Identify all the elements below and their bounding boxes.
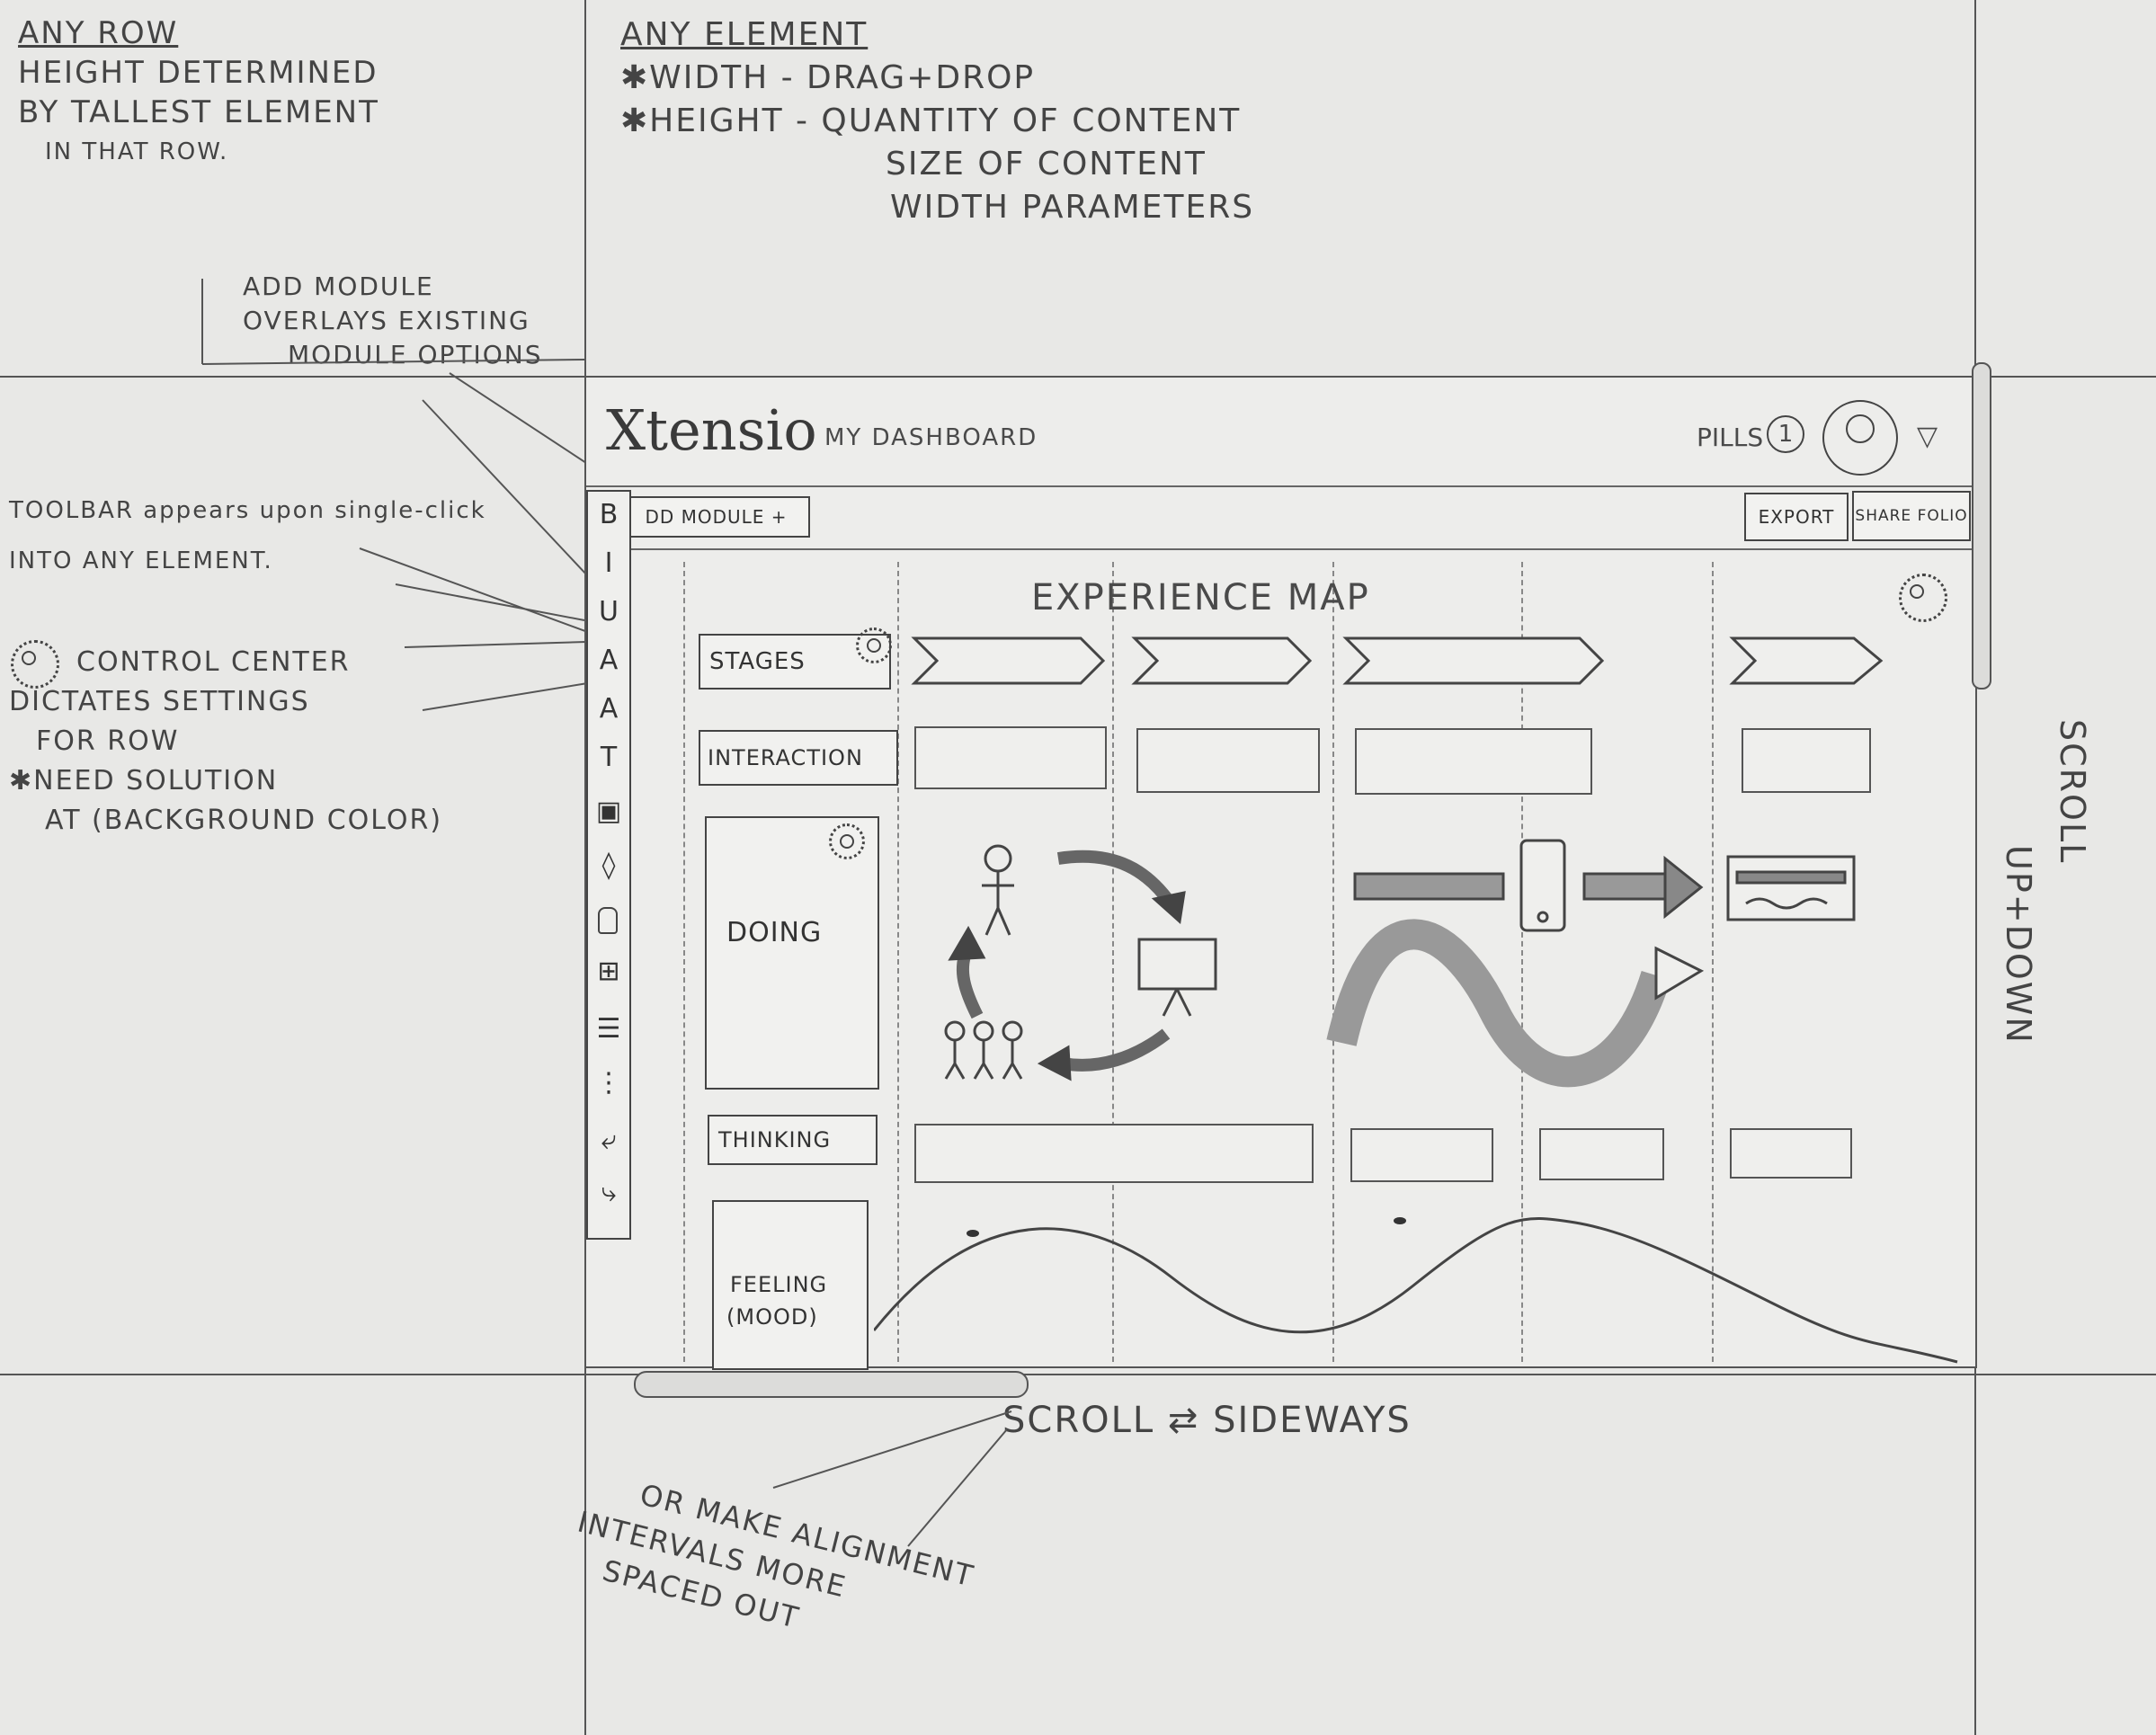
font-size-tool-icon[interactable]: A bbox=[599, 693, 619, 725]
mood-curve bbox=[874, 1216, 1958, 1364]
note-scroll-vertical-line: SCROLL bbox=[2053, 719, 2092, 865]
note-scroll-sideways: SCROLL ⇄ SIDEWAYS bbox=[1002, 1400, 1412, 1441]
formatting-toolbar: B I U A A T ▣ ◊ ⊞ ☰ ⋮ ⤶ ⤷ bbox=[586, 490, 631, 1240]
interaction-cell[interactable] bbox=[1355, 728, 1592, 795]
stage-chevron bbox=[1342, 636, 1605, 685]
thinking-cell[interactable] bbox=[1730, 1128, 1852, 1179]
undo-tool-icon[interactable]: ⤶ bbox=[601, 1125, 617, 1156]
note-toolbar: TOOLBAR appears upon single-click INTO A… bbox=[9, 485, 486, 586]
note-element-line: WIDTH PARAMETERS bbox=[890, 189, 1255, 226]
row-settings-gear-icon[interactable] bbox=[829, 823, 865, 859]
interaction-cell[interactable] bbox=[914, 726, 1107, 789]
note-toolbar-line: INTO ANY ELEMENT. bbox=[9, 547, 273, 574]
app-logo[interactable]: Xtensio bbox=[606, 397, 817, 463]
pills-label[interactable]: PILLS bbox=[1697, 423, 1764, 452]
note-control-line: FOR ROW bbox=[36, 725, 180, 757]
stage-chevron bbox=[911, 636, 1106, 685]
note-element-line: ✱WIDTH - DRAG+DROP bbox=[620, 59, 1036, 96]
column-guide bbox=[1112, 562, 1114, 1362]
underline-tool-icon[interactable]: U bbox=[599, 596, 619, 627]
chevron-down-icon[interactable]: ▽ bbox=[1917, 421, 1938, 452]
note-row-line: BY TALLEST ELEMENT bbox=[18, 94, 379, 130]
row-label-feeling[interactable]: FEELING (MOOD) bbox=[712, 1200, 869, 1370]
note-scroll-vertical: SCROLL UP+DOWN bbox=[1991, 719, 2099, 1045]
row-label-text: FEELING bbox=[730, 1272, 828, 1297]
user-avatar-icon[interactable] bbox=[1822, 400, 1898, 476]
thinking-cell[interactable] bbox=[1350, 1128, 1493, 1182]
hand-tool-icon[interactable] bbox=[598, 907, 618, 934]
experience-map-title: EXPERIENCE MAP bbox=[1031, 577, 1370, 618]
note-control-line: AT (BACKGROUND COLOR) bbox=[45, 805, 443, 836]
add-module-button[interactable]: DD MODULE + bbox=[622, 496, 810, 538]
row-label-text: (MOOD) bbox=[726, 1304, 818, 1330]
note-control-line: CONTROL CENTER bbox=[76, 646, 351, 678]
row-label-text: INTERACTION bbox=[708, 745, 863, 770]
row-label-text: DOING bbox=[726, 917, 823, 948]
thinking-cell[interactable] bbox=[1539, 1128, 1664, 1180]
column-guide bbox=[1332, 562, 1334, 1362]
action-bar: DD MODULE + EXPORT SHARE FOLIO bbox=[586, 485, 1975, 550]
vertical-scrollbar[interactable] bbox=[1972, 362, 1991, 690]
horizontal-scrollbar[interactable] bbox=[634, 1371, 1029, 1398]
bold-tool-icon[interactable]: B bbox=[599, 499, 619, 530]
column-guide bbox=[1712, 562, 1714, 1362]
note-any-element: ANY ELEMENT ✱WIDTH - DRAG+DROP ✱HEIGHT -… bbox=[620, 13, 1254, 229]
share-folio-button[interactable]: SHARE FOLIO bbox=[1852, 491, 1971, 541]
notification-badge[interactable]: 1 bbox=[1767, 415, 1804, 453]
text-tool-icon[interactable]: T bbox=[600, 742, 618, 773]
note-control-line: ✱NEED SOLUTION bbox=[9, 765, 279, 796]
app-header: Xtensio MY DASHBOARD PILLS 1 ▽ bbox=[586, 378, 1975, 487]
numbered-list-tool-icon[interactable]: ☰ bbox=[596, 1013, 621, 1045]
image-tool-icon[interactable]: ▣ bbox=[595, 796, 622, 827]
note-add-module-line: OVERLAYS EXISTING bbox=[243, 306, 530, 335]
thinking-cell[interactable] bbox=[914, 1124, 1314, 1183]
note-element-heading: ANY ELEMENT bbox=[620, 16, 869, 53]
sheet-line-bottom bbox=[0, 1374, 2156, 1375]
row-label-text: THINKING bbox=[718, 1127, 832, 1152]
note-any-row: ANY ROW HEIGHT DETERMINED BY TALLEST ELE… bbox=[18, 13, 379, 172]
row-settings-gear-icon[interactable] bbox=[856, 627, 892, 663]
row-label-doing[interactable]: DOING bbox=[705, 816, 879, 1090]
note-toolbar-line: TOOLBAR appears upon single-click bbox=[9, 497, 486, 524]
interaction-cell[interactable] bbox=[1742, 728, 1871, 793]
row-label-interaction[interactable]: INTERACTION bbox=[699, 730, 898, 786]
column-guide bbox=[1521, 562, 1523, 1362]
bullet-list-tool-icon[interactable]: ⋮ bbox=[595, 1067, 622, 1099]
interaction-cell[interactable] bbox=[1136, 728, 1320, 793]
note-row-line: HEIGHT DETERMINED bbox=[18, 55, 379, 91]
doing-illustration bbox=[944, 839, 1856, 1088]
stage-chevron bbox=[1131, 636, 1313, 685]
control-center-gear-icon bbox=[11, 640, 59, 689]
column-guide bbox=[897, 562, 899, 1362]
note-add-module: ADD MODULE OVERLAYS EXISTING MODULE OPTI… bbox=[243, 270, 543, 372]
column-guide bbox=[683, 562, 685, 1362]
stage-chevron bbox=[1729, 636, 1884, 685]
note-control-center: CONTROL CENTER DICTATES SETTINGS FOR ROW… bbox=[9, 643, 442, 841]
stage-chevrons bbox=[911, 636, 1884, 685]
page-title: MY DASHBOARD bbox=[824, 424, 1038, 451]
note-element-line: SIZE OF CONTENT bbox=[886, 146, 1207, 182]
note-row-line: IN THAT ROW. bbox=[45, 138, 229, 165]
note-add-module-line: MODULE OPTIONS bbox=[288, 340, 543, 369]
dashboard-app: Xtensio MY DASHBOARD PILLS 1 ▽ DD MODULE… bbox=[584, 376, 1977, 1370]
font-color-tool-icon[interactable]: A bbox=[599, 645, 619, 676]
export-button[interactable]: EXPORT bbox=[1744, 493, 1849, 541]
note-element-line: ✱HEIGHT - QUANTITY OF CONTENT bbox=[620, 102, 1242, 139]
settings-gear-icon[interactable] bbox=[1899, 574, 1947, 622]
note-scroll-vertical-line: UP+DOWN bbox=[1999, 845, 2038, 1045]
italic-tool-icon[interactable]: I bbox=[604, 547, 613, 579]
table-tool-icon[interactable]: ⊞ bbox=[597, 956, 620, 987]
fill-color-tool-icon[interactable]: ◊ bbox=[601, 850, 616, 881]
row-label-thinking[interactable]: THINKING bbox=[708, 1115, 878, 1165]
row-label-text: STAGES bbox=[709, 648, 806, 675]
note-control-line: DICTATES SETTINGS bbox=[9, 686, 310, 717]
redo-tool-icon[interactable]: ⤷ bbox=[601, 1177, 617, 1208]
note-add-module-line: ADD MODULE bbox=[243, 271, 434, 301]
note-row-heading: ANY ROW bbox=[18, 15, 179, 51]
